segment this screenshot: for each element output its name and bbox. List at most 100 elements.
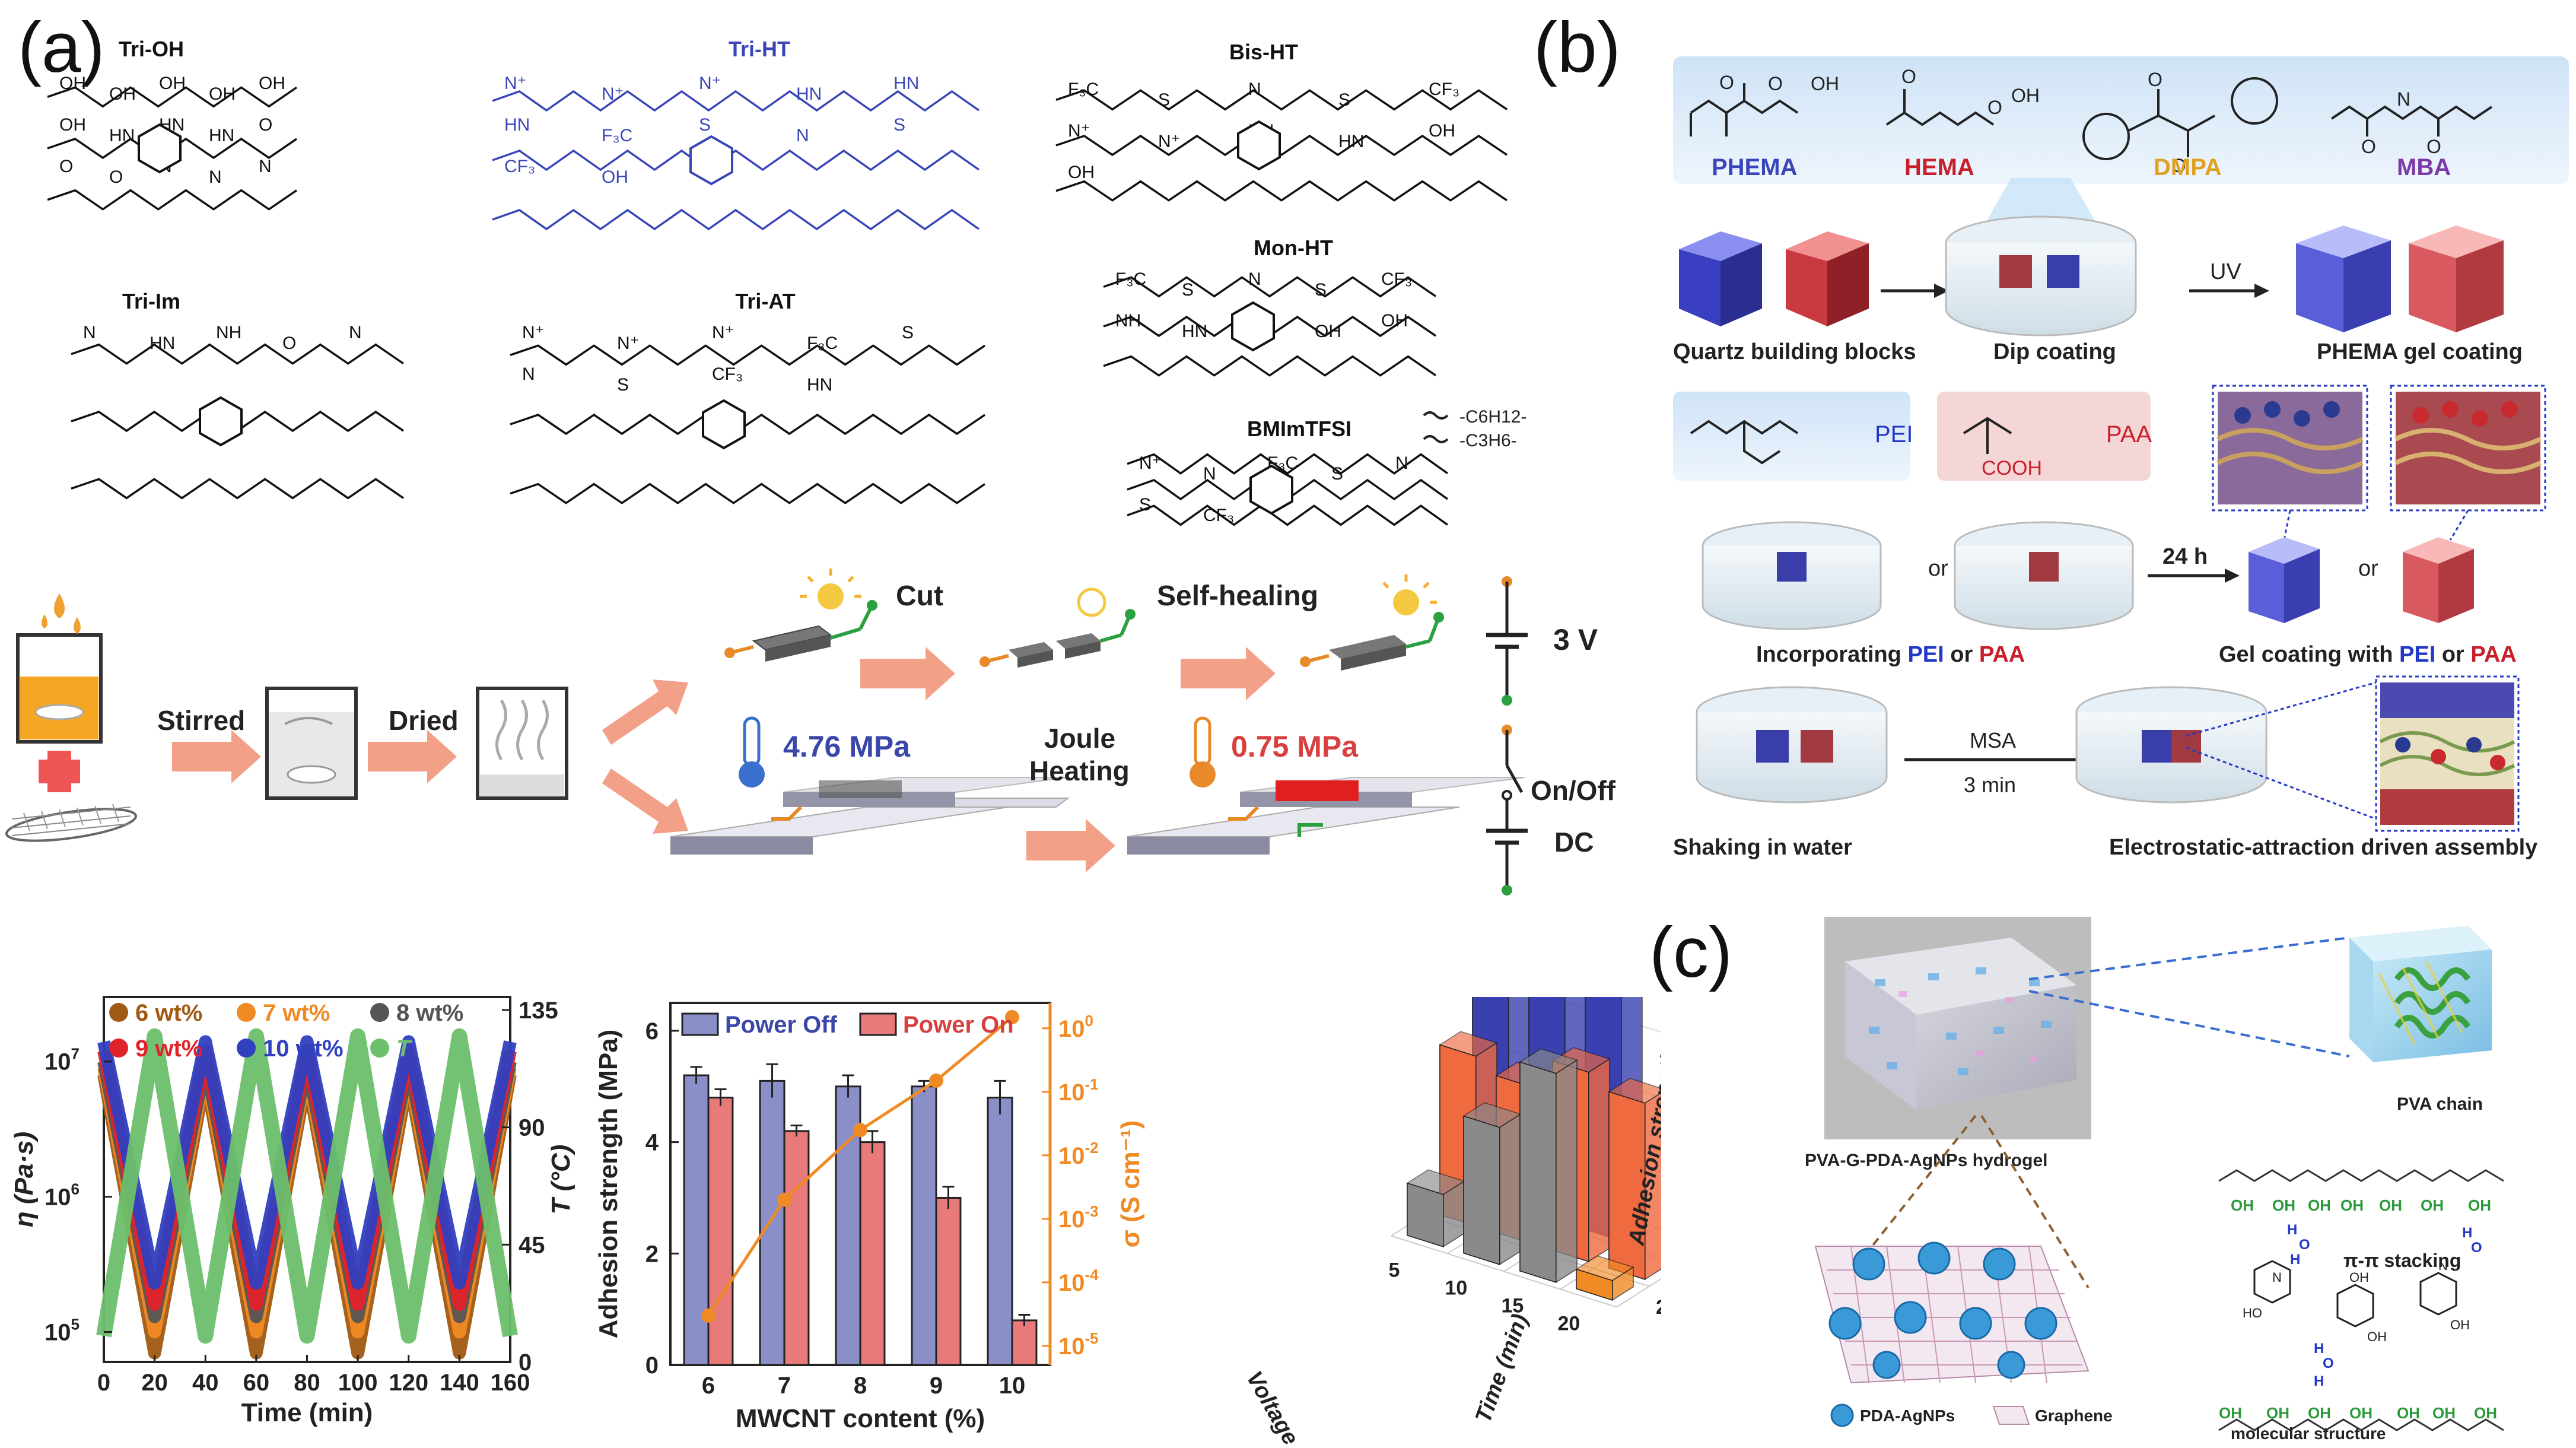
molecular-label: molecular structure xyxy=(2231,1424,2386,1442)
shaking-label: Shaking in water xyxy=(1673,835,1852,860)
atom-label: N⁺ xyxy=(1068,121,1090,141)
molecule-name: BMImTFSI xyxy=(1247,417,1351,441)
bar-power-off xyxy=(760,1081,784,1365)
atom-label: HN xyxy=(504,115,530,135)
dc-label: DC xyxy=(1554,827,1594,858)
switch-label: On/Off xyxy=(1531,775,1616,806)
x-axis-label: Voltage (V) xyxy=(1241,1367,1321,1448)
bar-face xyxy=(1464,1116,1500,1265)
molecule-structures: Tri-OHOHOHOHOHOHOHHNHNHNOOONNNTri-HTN⁺N⁺… xyxy=(0,0,1602,570)
molecule-tri-oh: Tri-OHOHOHOHOHOHOHHNHNHNOOONNN xyxy=(47,37,297,209)
atom-label: OH xyxy=(1429,121,1455,141)
thermometer-cold-icon xyxy=(739,718,765,787)
bond-chain xyxy=(71,345,403,364)
y-right-tick-label: 10-2 xyxy=(1058,1139,1099,1169)
ring xyxy=(200,398,241,445)
atom-label: NH xyxy=(216,323,241,342)
svg-text:OH: OH xyxy=(2308,1404,2331,1422)
atom-label: N xyxy=(796,126,809,145)
nanotube-icon xyxy=(5,803,138,847)
atom-label: NH xyxy=(1115,311,1141,331)
pva-chain-image xyxy=(2349,926,2492,1062)
bar3d-v10-t2 xyxy=(1464,1103,1521,1265)
assembly-dish xyxy=(2076,687,2266,802)
atom-label: S xyxy=(902,323,914,342)
svg-text:OH: OH xyxy=(2379,1196,2402,1214)
bar-power-off xyxy=(988,1098,1012,1365)
spacer-legend: -C6H12--C3H6- xyxy=(1424,407,1526,450)
plus-icon xyxy=(39,751,80,792)
molecule-name: Tri-HT xyxy=(729,37,790,61)
molecule-name: Tri-AT xyxy=(735,289,795,313)
spacer-symbol xyxy=(1424,412,1448,418)
ring xyxy=(1251,466,1292,513)
svg-text:O: O xyxy=(1719,72,1734,93)
atom-label: CF₃ xyxy=(1381,269,1412,289)
or-label-1: or xyxy=(1928,556,1948,581)
strength-before-label: 4.76 MPa xyxy=(783,730,911,763)
molecule-name: Tri-OH xyxy=(119,37,184,61)
atom-label: N⁺ xyxy=(699,74,721,93)
dc-source-icon xyxy=(1486,725,1528,896)
pei-gel-zoom xyxy=(2213,386,2367,510)
y-right-tick-label: 10-3 xyxy=(1058,1202,1099,1233)
atom-label: S xyxy=(893,115,905,135)
y-right-tick-label: 0 xyxy=(519,1349,532,1376)
atom-label: N xyxy=(522,364,535,384)
atom-label: S xyxy=(1338,90,1350,110)
hydrogel-block xyxy=(1824,917,2091,1139)
ring xyxy=(139,125,180,172)
arrow-up xyxy=(602,679,688,745)
atom-label: O xyxy=(259,115,272,135)
x-tick-label: 0 xyxy=(97,1370,110,1396)
quartz-blocks xyxy=(1679,231,1869,326)
atom-label: N⁺ xyxy=(712,323,734,342)
svg-text:O: O xyxy=(2471,1240,2482,1256)
x-tick-label: 10 xyxy=(999,1373,1026,1399)
svg-text:OH: OH xyxy=(2367,1329,2387,1344)
self-healing-label: Self-healing xyxy=(1157,580,1318,612)
atom-label: N xyxy=(1248,80,1261,99)
bond-chain xyxy=(492,210,979,229)
x-tick-label: 80 xyxy=(294,1370,320,1396)
lap-joint-before xyxy=(670,777,1068,855)
y-axis-label: Time (min) xyxy=(1471,1311,1533,1426)
cooh-label: COOH xyxy=(1982,457,2042,480)
svg-text:O: O xyxy=(1901,66,1916,87)
bar-power-off xyxy=(912,1087,936,1365)
y-tick-label: 2 xyxy=(645,1241,659,1267)
atom-label: N xyxy=(1395,453,1408,473)
x-tick-label: 20 xyxy=(141,1370,168,1396)
svg-text:OH: OH xyxy=(2450,1317,2470,1332)
svg-text:N: N xyxy=(2272,1270,2282,1285)
pei-label: PEI xyxy=(1875,421,1913,447)
svg-text:OH: OH xyxy=(2397,1404,2420,1422)
sample-cut-icon xyxy=(979,589,1136,668)
svg-text:OH: OH xyxy=(2468,1196,2491,1214)
x-tick-label: 120 xyxy=(389,1370,428,1396)
beaker-icon xyxy=(18,593,101,742)
bond-chain xyxy=(510,415,985,434)
panel-c-label: (c) xyxy=(1649,917,1732,988)
atom-label: CF₃ xyxy=(712,364,743,384)
legend-label: 9 wt% xyxy=(135,1036,202,1062)
atom-label: O xyxy=(109,167,123,187)
panel-c-diagram: PVA-G-PDA-AgNPs hydrogel PVA chain PDA-A… xyxy=(1780,914,2575,1442)
svg-text:OH: OH xyxy=(2266,1404,2289,1422)
svg-text:H: H xyxy=(2287,1222,2297,1238)
atom-label: OH xyxy=(209,84,236,104)
svg-text:H: H xyxy=(2290,1252,2300,1268)
paa-gel-zoom xyxy=(2391,386,2545,510)
stacking-label: π-π stacking xyxy=(2343,1250,2461,1271)
svg-text:N: N xyxy=(2397,88,2410,110)
y-tick-label: 6 xyxy=(645,1018,659,1044)
bar-power-on xyxy=(860,1142,885,1365)
x-tick-label: 7 xyxy=(778,1373,791,1399)
x-axis-label: Time (min) xyxy=(241,1398,373,1427)
atom-label: S xyxy=(1315,280,1327,300)
x-tick-label: 40 xyxy=(192,1370,219,1396)
atom-label: HN xyxy=(109,126,135,145)
bar-power-on xyxy=(1012,1320,1036,1365)
